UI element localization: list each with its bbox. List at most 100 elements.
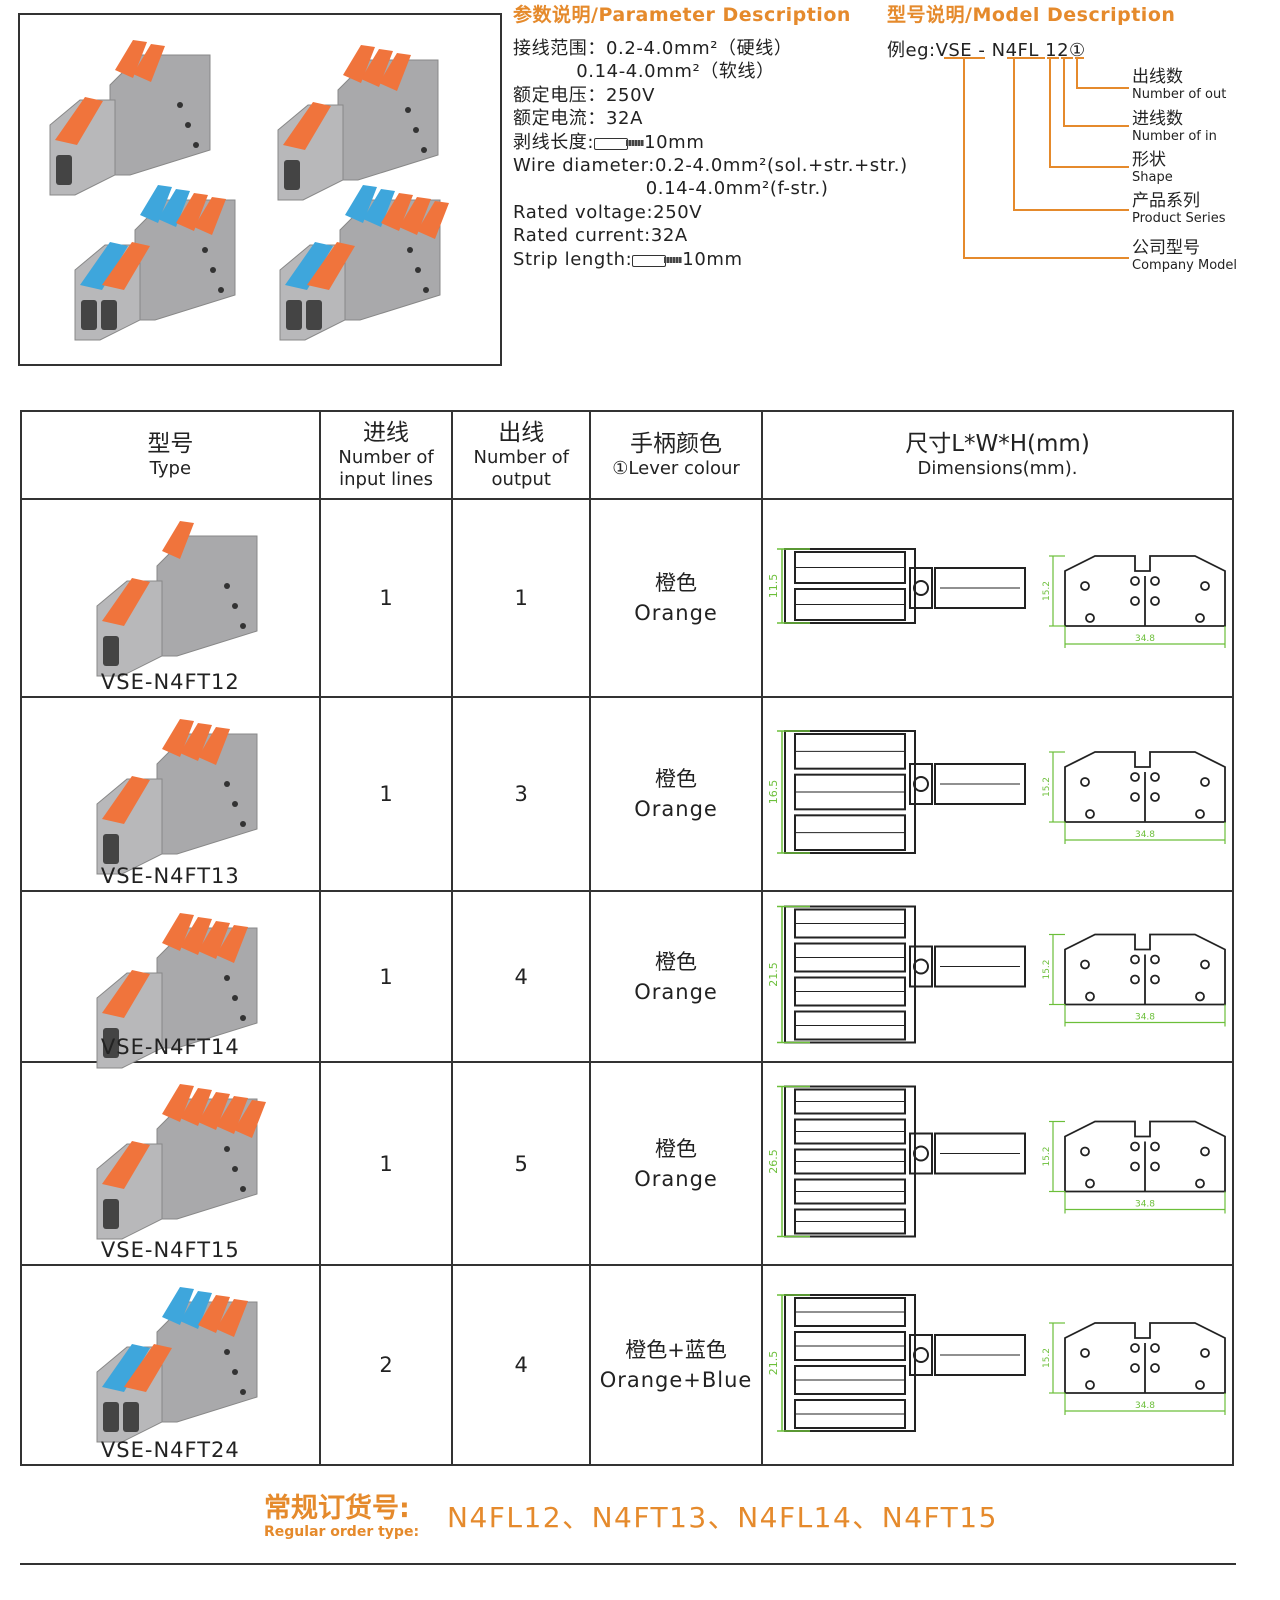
stripped-wire-icon <box>594 137 645 150</box>
lever-orange <box>133 44 165 82</box>
lever-orange <box>216 925 248 963</box>
output-count: 3 <box>451 696 592 892</box>
lever-orange <box>379 53 411 91</box>
param-line: Wire diameter:0.2-4.0mm²(sol.+str.+str.) <box>513 155 908 177</box>
connector-illustration <box>96 1287 258 1443</box>
strip-length-cn: 剥线长度:10mm <box>513 131 705 153</box>
lever-orange <box>102 578 150 626</box>
order-label-en: Regular order type: <box>264 1524 420 1540</box>
param-line: Rated current:32A <box>513 225 688 247</box>
lever-orange <box>162 521 194 559</box>
lever-orange <box>307 242 355 290</box>
connector-illustration <box>74 185 236 341</box>
dimension-drawing: 21.5 15.2 34.8 <box>767 905 1226 1044</box>
input-count: 1 <box>318 890 454 1063</box>
lever-orange <box>198 1295 230 1333</box>
lever-orange <box>162 1084 194 1122</box>
param-line: 额定电压：250V <box>513 84 656 106</box>
type-cell: VSE-N4FT24 <box>20 1264 321 1466</box>
lever-orange <box>216 1299 248 1337</box>
lever-orange <box>361 49 393 87</box>
param-line: 接线范围：0.2-4.0mm²（硬线） <box>513 38 793 59</box>
product-photo <box>268 30 466 209</box>
width-dimension: 21.5 <box>767 1351 780 1376</box>
order-label-cn: 常规订货号: <box>264 1493 410 1524</box>
connector-illustration <box>96 913 258 1069</box>
lever-blue <box>363 189 395 227</box>
order-codes: N4FL12、N4FT13、N4FL14、N4FT15 <box>447 1501 998 1534</box>
model-title: 型号说明/Model Description <box>887 4 1176 26</box>
lever-orange <box>234 1100 266 1138</box>
lever-orange <box>198 727 230 765</box>
lever-orange <box>124 1344 172 1392</box>
lever-blue <box>140 185 172 223</box>
param-line: 额定电流：32A <box>513 108 644 130</box>
lever-blue <box>162 1287 194 1325</box>
lever-blue <box>158 189 190 227</box>
type-cell: VSE-N4FT15 <box>20 1061 321 1266</box>
lever-orange <box>381 193 413 231</box>
lever-orange <box>102 1141 150 1189</box>
length-dimension: 34.8 <box>1135 634 1155 644</box>
param-line: Rated voltage:250V <box>513 201 703 223</box>
lever-orange <box>176 193 208 231</box>
connector-illustration <box>96 719 258 875</box>
output-count: 4 <box>451 1264 592 1466</box>
lever-orange <box>162 913 194 951</box>
height-dimension: 15.2 <box>1042 581 1052 601</box>
model-description: 型号说明/Model Description 例eg:VSE - N4FL 12… <box>887 0 1267 280</box>
lever-blue <box>102 1344 150 1392</box>
dimensions-cell: 21.5 15.2 34.8 <box>760 890 1235 1063</box>
input-count: 1 <box>318 498 454 698</box>
model-name: VSE-N4FT24 <box>100 1438 240 1462</box>
lever-blue <box>80 242 128 290</box>
parameter-title: 参数说明/Parameter Description <box>513 4 851 26</box>
lever-orange <box>162 719 194 757</box>
lever-orange <box>180 1088 212 1126</box>
lever-orange <box>417 201 449 239</box>
length-dimension: 34.8 <box>1135 1401 1155 1411</box>
lever-orange <box>115 40 147 78</box>
output-count: 5 <box>451 1061 592 1266</box>
model-name: VSE-N4FT12 <box>100 670 240 694</box>
width-dimension: 16.5 <box>767 780 780 805</box>
lever-blue <box>345 185 377 223</box>
type-cell: VSE-N4FT14 <box>20 890 321 1069</box>
lever-orange <box>194 197 226 235</box>
product-photo <box>270 170 480 349</box>
height-dimension: 15.2 <box>1042 1146 1052 1166</box>
param-line: 0.14-4.0mm²（软线） <box>513 61 775 83</box>
lever-blue <box>180 1291 212 1329</box>
height-dimension: 15.2 <box>1042 959 1052 979</box>
input-count: 2 <box>318 1264 454 1466</box>
lever-orange <box>102 242 150 290</box>
lever-orange <box>399 197 431 235</box>
width-dimension: 11.5 <box>767 574 780 599</box>
length-dimension: 34.8 <box>1135 1013 1155 1023</box>
height-dimension: 15.2 <box>1042 777 1052 797</box>
output-count: 1 <box>451 498 592 698</box>
lever-orange <box>343 45 375 83</box>
length-dimension: 34.8 <box>1135 1200 1155 1210</box>
model-name: VSE-N4FT14 <box>100 1035 240 1059</box>
width-dimension: 21.5 <box>767 962 780 987</box>
type-cell: VSE-N4FT13 <box>20 696 321 892</box>
connector-illustration <box>279 185 449 341</box>
lever-orange <box>283 102 331 150</box>
